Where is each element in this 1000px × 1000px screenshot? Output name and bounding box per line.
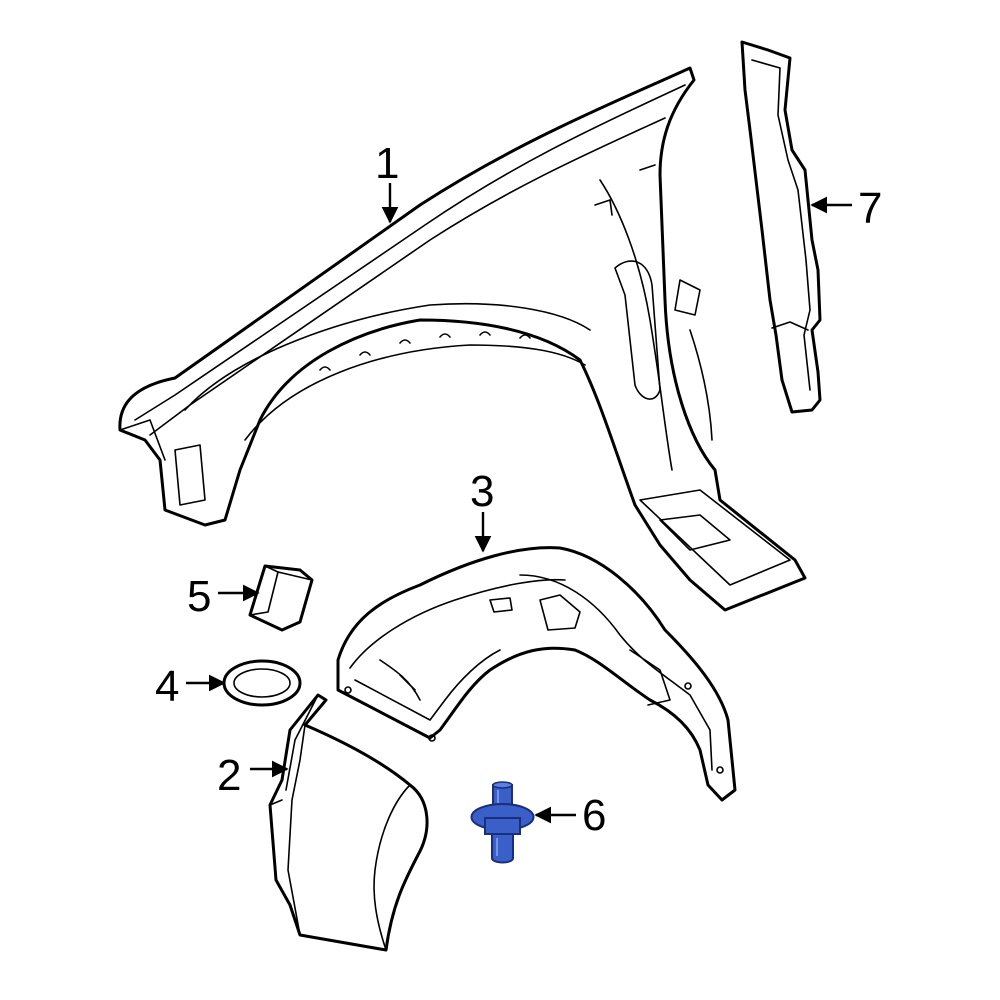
clip-collar — [484, 817, 521, 835]
part-1-fender[interactable] — [118, 66, 807, 612]
callout-3: 3 — [470, 467, 494, 516]
callout-2: 2 — [217, 751, 241, 800]
callouts: 1 7 3 5 4 2 6 — [155, 139, 882, 840]
clip-shank — [491, 833, 514, 864]
callout-7: 7 — [858, 184, 882, 233]
part-6-clip[interactable] — [470, 781, 535, 864]
callout-5: 5 — [187, 572, 211, 621]
callout-1: 1 — [375, 139, 399, 188]
part-3-liner[interactable] — [336, 546, 737, 802]
callout-4: 4 — [155, 662, 179, 711]
part-5-bracket[interactable] — [248, 564, 314, 632]
part-4-grommet[interactable] — [222, 659, 302, 707]
callout-6: 6 — [582, 791, 606, 840]
part-7-seal[interactable] — [740, 40, 822, 414]
part-2-splash-shield[interactable] — [268, 693, 429, 952]
clip-top-cap — [492, 781, 513, 789]
